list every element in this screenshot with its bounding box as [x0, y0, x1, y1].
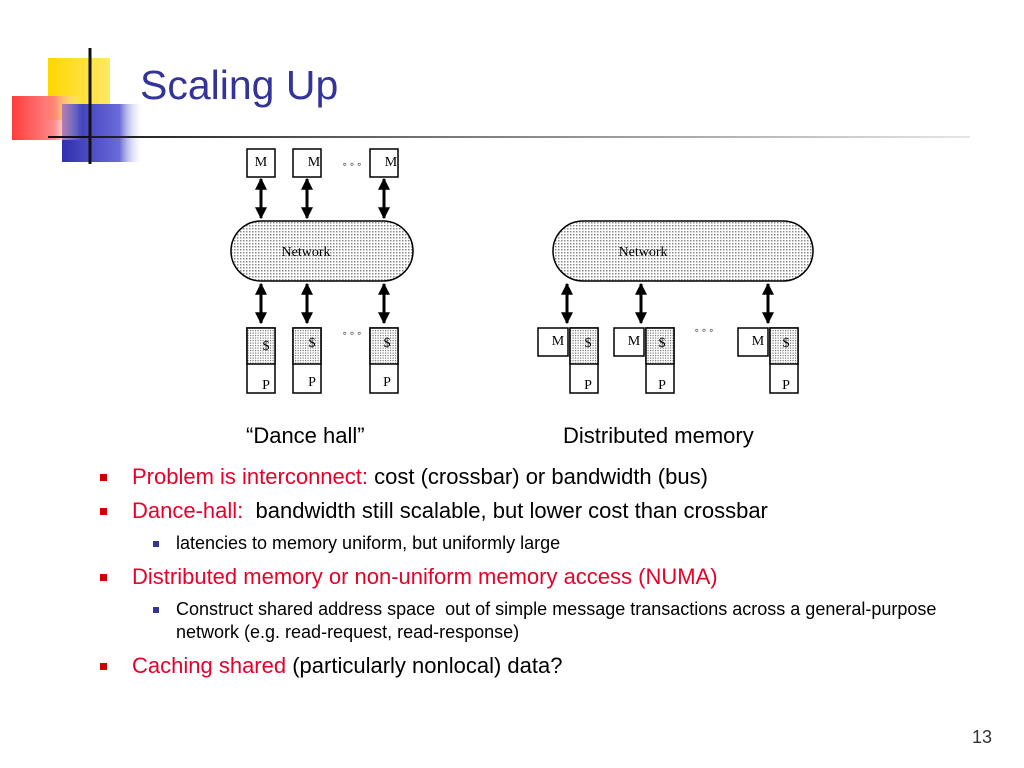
bullet-text: bandwidth still scalable, but lower cost…: [243, 498, 768, 523]
dh-network: [230, 220, 414, 282]
svg-text:$: $: [783, 336, 790, 351]
sub-bullet-marker: [153, 541, 159, 547]
sub-bullet-construct: Construct shared address space out of si…: [148, 598, 1000, 644]
bullet-emphasis: Caching shared: [132, 653, 287, 678]
svg-text:P: P: [658, 378, 666, 393]
bullet-caching: Caching shared (particularly nonlocal) d…: [100, 653, 1000, 679]
svg-text:M: M: [385, 155, 398, 170]
bullet-text: cost (crossbar) or bandwidth (bus): [368, 464, 708, 489]
svg-text:$: $: [263, 339, 270, 354]
svg-text:M: M: [552, 334, 565, 349]
bullet-emphasis: Dance-hall:: [132, 498, 244, 523]
dh-memory-1: M: [246, 148, 276, 178]
dm-node-3: M $ P: [737, 327, 799, 394]
dh-node-2: $ P: [292, 327, 322, 394]
bullet-marker: [100, 574, 107, 581]
bullet-marker: [100, 508, 107, 515]
bullet-emphasis: Problem is interconnect:: [132, 464, 368, 489]
svg-text:P: P: [584, 378, 592, 393]
distributed-memory-caption: Distributed memory: [563, 423, 754, 448]
svg-text:M: M: [308, 155, 321, 170]
dm-network-label: Network: [619, 245, 668, 260]
svg-text:P: P: [782, 378, 790, 393]
svg-text:P: P: [383, 375, 391, 390]
dh-bottom-ellipsis: ◦ ◦ ◦: [343, 326, 362, 340]
bullet-interconnect: Problem is interconnect: cost (crossbar)…: [100, 464, 1000, 490]
sub-bullet-marker: [153, 607, 159, 613]
bullet-dance-hall: Dance-hall: bandwidth still scalable, bu…: [100, 498, 1000, 524]
slide-title: Scaling Up: [140, 62, 339, 108]
sub-bullet-latencies: latencies to memory uniform, but uniform…: [148, 532, 1000, 555]
dh-top-ellipsis: ◦ ◦ ◦: [343, 157, 362, 171]
svg-text:$: $: [585, 336, 592, 351]
sub-bullet-text: latencies to memory uniform, but uniform…: [176, 533, 561, 553]
dh-node-1: $ P: [246, 327, 276, 394]
sub-bullet-text: Construct shared address space out of si…: [176, 599, 942, 642]
bullet-numa: Distributed memory or non-uniform memory…: [100, 564, 1000, 590]
bullet-list: Problem is interconnect: cost (crossbar)…: [100, 464, 1000, 687]
architecture-diagrams: M M ◦ ◦ ◦ M Network $ P $ P ◦ ◦ ◦: [230, 148, 814, 394]
dance-hall-diagram: M M ◦ ◦ ◦ M Network $ P $ P ◦ ◦ ◦: [230, 148, 414, 394]
svg-text:M: M: [752, 334, 765, 349]
dh-memory-3: M: [369, 148, 399, 178]
corner-decoration: [12, 48, 144, 164]
page-number: 13: [971, 727, 992, 747]
bullet-marker: [100, 663, 107, 670]
svg-text:M: M: [628, 334, 641, 349]
svg-text:M: M: [255, 155, 268, 170]
deco-red-square: [12, 96, 82, 140]
bullet-emphasis: Distributed memory or non-uniform memory…: [132, 564, 718, 589]
dh-node-3: $ P: [369, 327, 399, 394]
dm-node-1: M $ P: [537, 327, 599, 394]
dh-memory-2: M: [292, 148, 322, 178]
svg-text:P: P: [308, 375, 316, 390]
dm-network: [552, 220, 814, 282]
bullet-text: (particularly nonlocal) data?: [286, 653, 563, 678]
dm-node-2: M $ P: [613, 327, 675, 394]
svg-text:$: $: [309, 336, 316, 351]
dm-ellipsis: ◦ ◦ ◦: [695, 323, 714, 337]
svg-text:$: $: [659, 336, 666, 351]
dance-hall-caption: “Dance hall”: [246, 423, 365, 448]
bullet-marker: [100, 474, 107, 481]
distributed-memory-diagram: Network M $ P M $ P ◦ ◦ ◦ M $ P: [537, 220, 814, 394]
dh-network-label: Network: [282, 245, 331, 260]
svg-text:P: P: [262, 378, 270, 393]
svg-text:$: $: [384, 336, 391, 351]
title-underline: [90, 136, 970, 138]
